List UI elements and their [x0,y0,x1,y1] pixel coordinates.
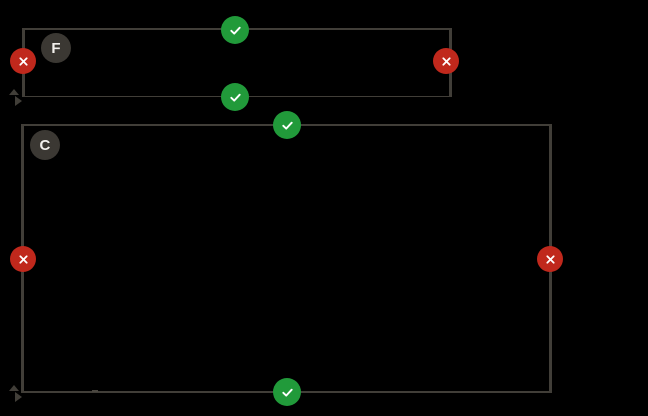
anchor-marker-up-top[interactable] [9,89,19,95]
baseline-tick [92,390,98,392]
anchor-marker-up-bottom[interactable] [9,385,19,391]
anchor-marker-right-bottom[interactable] [15,392,22,402]
cross-icon [544,253,557,266]
constraint-f-right[interactable] [433,48,459,74]
constraint-c-right[interactable] [537,246,563,272]
region-label-badge-c[interactable]: C [30,130,60,160]
constraint-c-bottom[interactable] [273,378,301,406]
cross-icon [440,55,453,68]
check-icon [280,385,295,400]
cross-icon [17,55,30,68]
constraint-f-bottom[interactable] [221,83,249,111]
check-icon [280,118,295,133]
anchor-marker-right-top[interactable] [15,96,22,106]
constraint-c-top[interactable] [273,111,301,139]
constraint-f-top[interactable] [221,16,249,44]
check-icon [228,23,243,38]
cross-icon [17,253,30,266]
check-icon [228,90,243,105]
region-box-c[interactable] [21,124,552,393]
constraint-f-left[interactable] [10,48,36,74]
region-label-badge-f[interactable]: F [41,33,71,63]
constraint-c-left[interactable] [10,246,36,272]
